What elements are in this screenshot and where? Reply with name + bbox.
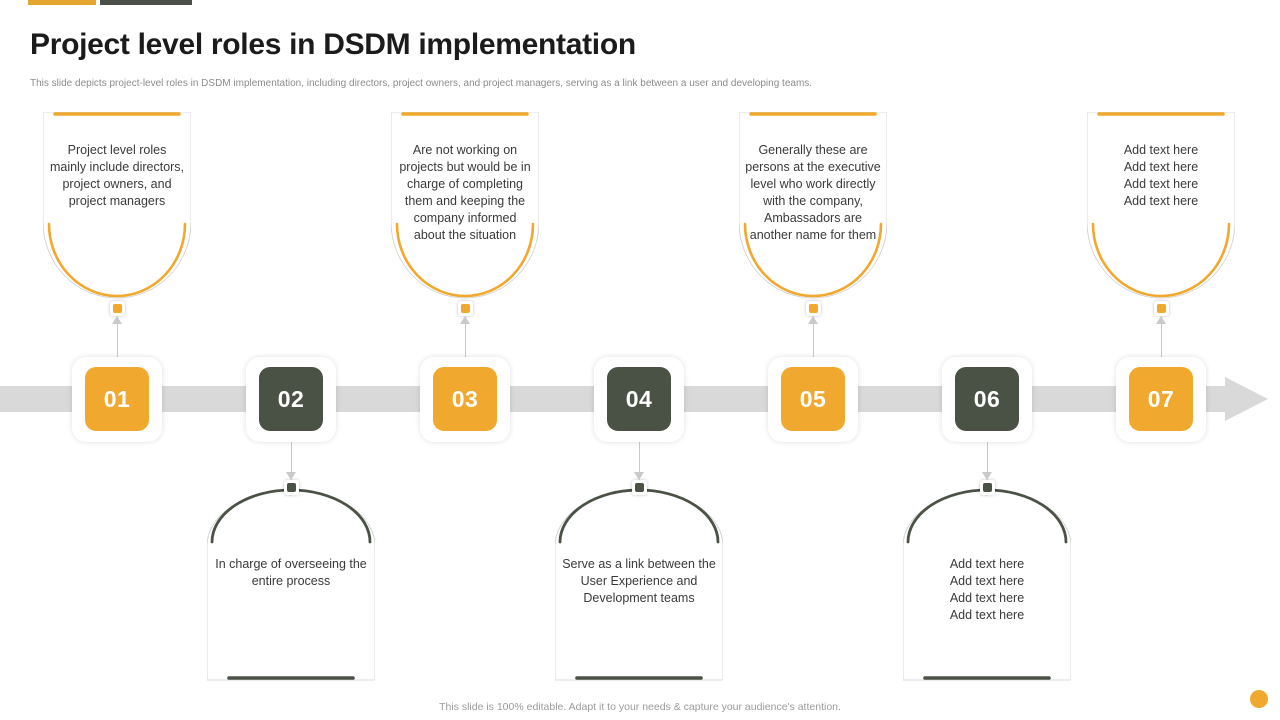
connector-arrow-down-02 xyxy=(286,472,296,480)
dot-core xyxy=(460,304,470,313)
top-card-03[interactable]: Are not working on projects but would be… xyxy=(391,112,539,299)
accent-bar-orange xyxy=(28,0,96,5)
corner-dot-decoration xyxy=(1250,690,1268,708)
top-card-shape xyxy=(391,112,539,299)
timeline-node-01[interactable]: 01 xyxy=(72,357,162,442)
connector-line-07 xyxy=(1161,316,1162,358)
top-card-connector-dot-03 xyxy=(457,301,473,316)
connector-line-03 xyxy=(465,316,466,358)
bottom-card-shape xyxy=(207,488,375,681)
connector-arrow-up-05 xyxy=(808,316,818,324)
connector-arrow-down-04 xyxy=(634,472,644,480)
top-card-05[interactable]: Generally these are persons at the execu… xyxy=(739,112,887,299)
top-card-text: Project level roles mainly include direc… xyxy=(49,143,185,208)
footer-note: This slide is 100% editable. Adapt it to… xyxy=(439,701,841,713)
timeline-node-number: 07 xyxy=(1129,367,1193,431)
top-card-shape xyxy=(739,112,887,299)
connector-line-05 xyxy=(813,316,814,358)
timeline-node-number: 02 xyxy=(259,367,323,431)
bottom-card-text: In charge of overseeing the entire proce… xyxy=(215,557,367,588)
timeline-node-number: 03 xyxy=(433,367,497,431)
page-subtitle: This slide depicts project-level roles i… xyxy=(30,78,813,89)
connector-arrow-down-06 xyxy=(982,472,992,480)
top-card-connector-dot-05 xyxy=(805,301,821,316)
timeline-node-05[interactable]: 05 xyxy=(768,357,858,442)
connector-arrow-up-07 xyxy=(1156,316,1166,324)
dot-core xyxy=(286,483,296,492)
dot-core xyxy=(1156,304,1166,313)
bottom-card-06[interactable]: Add text here Add text here Add text her… xyxy=(903,484,1071,684)
top-card-text: Generally these are persons at the execu… xyxy=(745,143,881,242)
bottom-card-shape xyxy=(903,488,1071,681)
top-card-connector-dot-01 xyxy=(109,301,125,316)
timeline-node-07[interactable]: 07 xyxy=(1116,357,1206,442)
connector-line-02 xyxy=(291,442,292,480)
top-card-shape xyxy=(43,112,191,299)
top-card-07[interactable]: Add text here Add text here Add text her… xyxy=(1087,112,1235,299)
top-card-shape xyxy=(1087,112,1235,299)
connector-line-04 xyxy=(639,442,640,480)
connector-arrow-up-01 xyxy=(112,316,122,324)
dot-core xyxy=(808,304,818,313)
bottom-card-connector-dot-04 xyxy=(631,480,647,495)
dot-core xyxy=(634,483,644,492)
bottom-card-text: Add text here Add text here Add text her… xyxy=(949,557,1025,622)
connector-line-01 xyxy=(117,316,118,358)
top-card-text: Add text here Add text here Add text her… xyxy=(1123,143,1199,208)
top-card-connector-dot-07 xyxy=(1153,301,1169,316)
top-card-01[interactable]: Project level roles mainly include direc… xyxy=(43,112,191,299)
dot-core xyxy=(112,304,122,313)
bottom-card-connector-dot-06 xyxy=(979,480,995,495)
dot-core xyxy=(982,483,992,492)
timeline-node-06[interactable]: 06 xyxy=(942,357,1032,442)
timeline-node-03[interactable]: 03 xyxy=(420,357,510,442)
bottom-card-connector-dot-02 xyxy=(283,480,299,495)
timeline-node-number: 01 xyxy=(85,367,149,431)
timeline-node-number: 05 xyxy=(781,367,845,431)
bottom-card-text: Serve as a link between the User Experie… xyxy=(562,557,716,605)
page-title: Project level roles in DSDM implementati… xyxy=(30,28,636,61)
top-card-text: Are not working on projects but would be… xyxy=(399,143,531,242)
timeline-node-number: 04 xyxy=(607,367,671,431)
timeline-node-number: 06 xyxy=(955,367,1019,431)
accent-bar-dark xyxy=(100,0,192,5)
connector-arrow-up-03 xyxy=(460,316,470,324)
timeline-node-04[interactable]: 04 xyxy=(594,357,684,442)
bottom-card-04[interactable]: Serve as a link between the User Experie… xyxy=(555,484,723,684)
bottom-card-02[interactable]: In charge of overseeing the entire proce… xyxy=(207,484,375,684)
bottom-card-shape xyxy=(555,488,723,681)
timeline-node-02[interactable]: 02 xyxy=(246,357,336,442)
connector-line-06 xyxy=(987,442,988,480)
